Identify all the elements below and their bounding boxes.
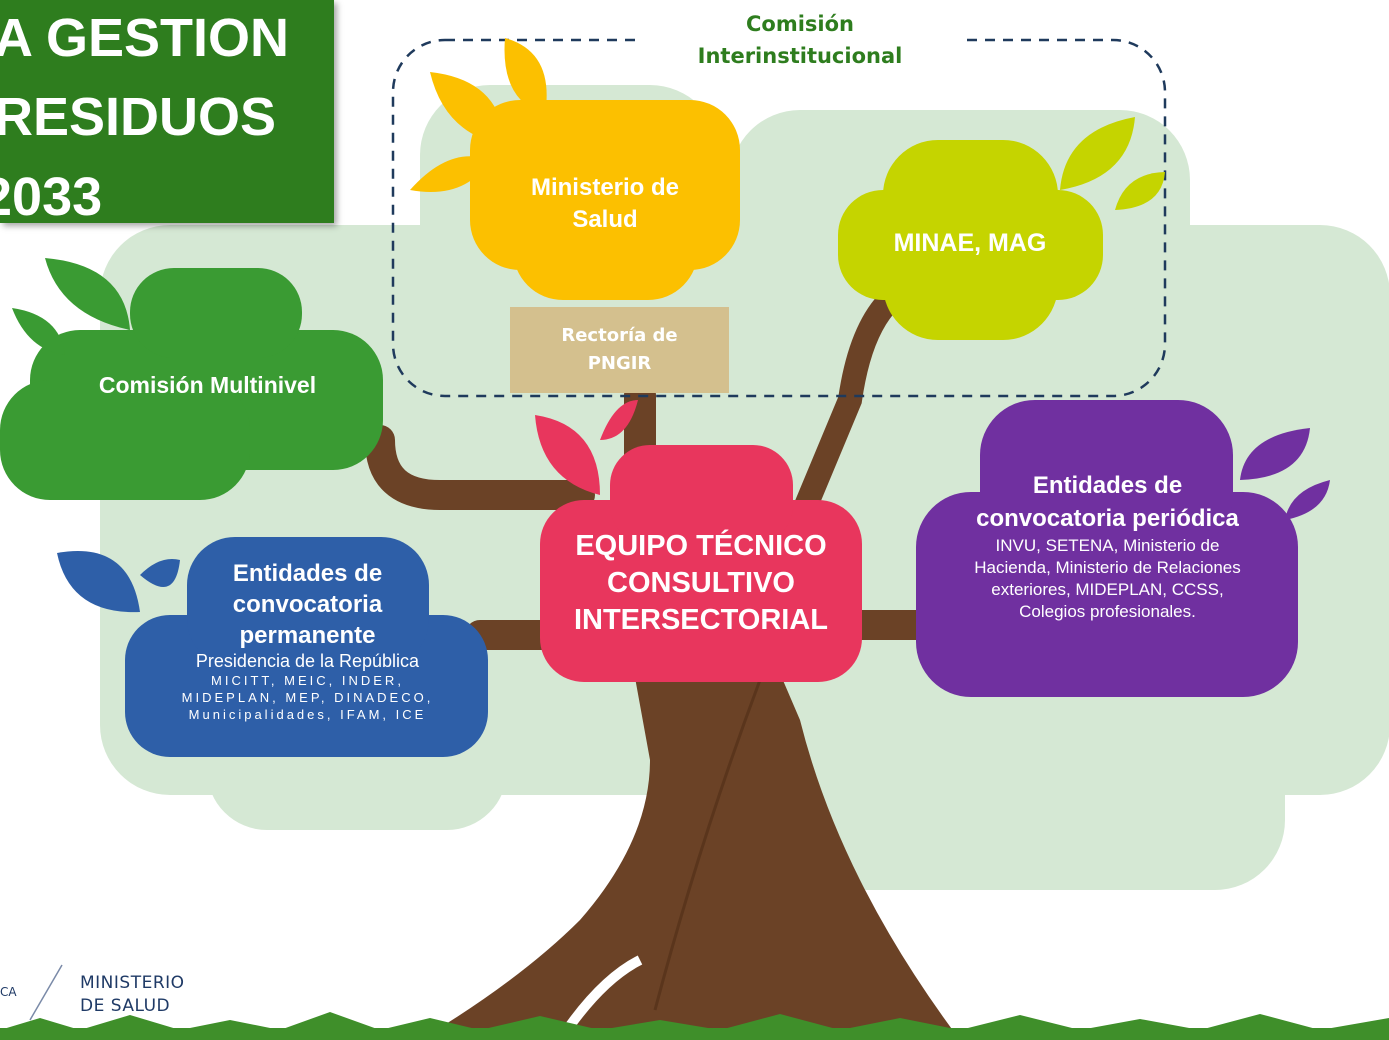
perm-body-4: Municipalidades, IFAM, ICE xyxy=(188,707,427,722)
minae-mag-label: MINAE, MAG xyxy=(893,229,1047,257)
ministerio-salud-label: Ministerio de Salud xyxy=(490,172,720,236)
equipo-tecnico-cloud xyxy=(535,400,862,682)
perm-body-1: Presidencia de la República xyxy=(195,651,420,671)
perm-heading-3: permanente xyxy=(239,622,376,649)
title-line-2: RESIDUOS xyxy=(0,87,277,147)
tree-trunk-base xyxy=(420,650,960,1040)
equipo-line-1: EQUIPO TÉCNICO xyxy=(575,530,827,562)
rectoria-line-1: Rectoría de xyxy=(561,325,678,346)
perm-body-3: MIDEPLAN, MEP, DINADECO, xyxy=(181,690,434,705)
comision-interinstitucional-label: Comisión Interinstitucional xyxy=(640,8,960,72)
ministerio-salud-logo: MINISTERIO DE SALUD xyxy=(80,972,185,1018)
peri-body-2: Hacienda, Ministerio de Relaciones xyxy=(974,558,1241,577)
rectoria-line-2: PNGIR xyxy=(587,353,652,374)
perm-heading-1: Entidades de xyxy=(232,560,383,587)
entidades-permanente-label: Entidades de convocatoria permanente Pre… xyxy=(130,558,485,723)
comision-multinivel-cloud xyxy=(0,258,383,500)
logo-fragment: CA xyxy=(0,985,17,999)
logo-line-1: MINISTERIO xyxy=(80,973,185,993)
ministerio-salud-cloud xyxy=(410,38,740,300)
entidades-permanente-heading: Entidades de convocatoria permanente xyxy=(130,558,485,651)
minae-mag-cloud xyxy=(838,117,1165,340)
comision-inter-line-1: Comisión xyxy=(746,12,854,36)
equipo-line-3: INTERSECTORIAL xyxy=(573,604,829,636)
title-line-3: 2033 xyxy=(0,167,103,223)
entidades-periodica-heading: Entidades de convocatoria periódica xyxy=(930,469,1285,535)
peri-body-1: INVU, SETENA, Ministerio de xyxy=(995,536,1220,555)
equipo-tecnico-label: EQUIPO TÉCNICO CONSULTIVO INTERSECTORIAL xyxy=(545,528,857,639)
grass-strip xyxy=(0,1012,1389,1040)
equipo-line-2: CONSULTIVO xyxy=(607,567,795,599)
peri-body-3: exteriores, MIDEPLAN, CCSS, xyxy=(991,580,1224,599)
entidades-periodica-cloud xyxy=(916,400,1330,697)
logo-divider xyxy=(29,964,63,1021)
peri-heading-2: convocatoria periódica xyxy=(976,505,1239,532)
rectoria-pngir-box: Rectoría de PNGIR xyxy=(510,307,729,393)
ministerio-salud-line-2: Salud xyxy=(572,206,638,233)
ministerio-salud-line-1: Ministerio de xyxy=(530,174,680,201)
perm-heading-2: convocatoria xyxy=(232,591,383,618)
logo-line-2: DE SALUD xyxy=(80,996,171,1016)
perm-body-2: MICITT, MEIC, INDER, xyxy=(211,673,404,688)
comision-inter-line-2: Interinstitucional xyxy=(697,44,903,68)
peri-body-4: Colegios profesionales. xyxy=(1019,602,1196,621)
entidades-periodica-label: Entidades de convocatoria periódica INVU… xyxy=(930,469,1285,623)
entidades-permanente-cloud xyxy=(57,537,488,757)
title-line-1: A GESTION xyxy=(0,8,290,68)
comision-multinivel-label: Comisión Multinivel xyxy=(98,372,317,398)
peri-heading-1: Entidades de xyxy=(1032,472,1183,499)
title-banner: A GESTION RESIDUOS 2033 xyxy=(0,0,334,223)
